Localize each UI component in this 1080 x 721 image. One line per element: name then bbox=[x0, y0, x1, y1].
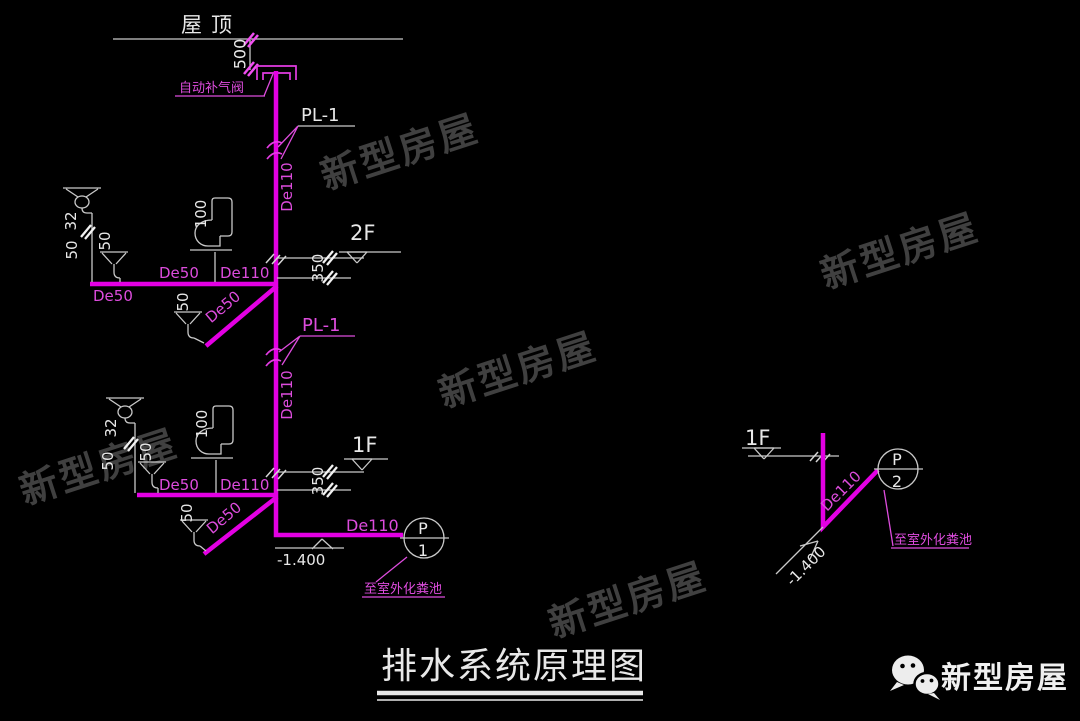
vent-height-dim: 500 bbox=[231, 39, 250, 70]
manhole-2-letter: P bbox=[892, 450, 902, 469]
riser-size-upper: De110 bbox=[278, 162, 296, 211]
toilet-symbol bbox=[190, 405, 234, 493]
floor1-level-triangle bbox=[351, 458, 373, 471]
watermark-layer: 新型房屋 新型房屋 新型房屋 新型房屋 新型房屋 bbox=[14, 106, 985, 647]
floor2-level-label: 2F bbox=[350, 221, 375, 245]
floor1-diag-size: De50 bbox=[203, 498, 245, 537]
vent-valve-label: 自动补气阀 bbox=[179, 80, 244, 96]
brand-name: 新型房屋 bbox=[941, 661, 1069, 696]
outlet-left-elevation: -1.400 bbox=[277, 551, 325, 569]
floor2-toilet-dim: 100 bbox=[192, 200, 210, 229]
floor2-drain-dim: 50 bbox=[96, 231, 114, 250]
roof-label: 屋顶 bbox=[181, 13, 241, 37]
floor1-drain-dim: 50 bbox=[137, 442, 155, 461]
main-riser-pipe bbox=[273, 71, 403, 538]
manhole-1-letter: P bbox=[418, 519, 428, 538]
vent-valve-leader bbox=[175, 73, 274, 97]
riser-tag-upper: PL-1 bbox=[301, 105, 340, 126]
riser-tag-lower-leader bbox=[278, 335, 355, 366]
floor-drain-symbol bbox=[173, 311, 205, 344]
outlet-left-group: De110 -1.400 P 1 至室外化粪池 bbox=[275, 516, 449, 598]
drawing-title: 排水系统原理图 bbox=[381, 646, 647, 687]
wechat-icon bbox=[890, 655, 941, 700]
riser-size-lower: De110 bbox=[278, 370, 296, 419]
floor1-level-label: 1F bbox=[352, 433, 377, 457]
floor-drain-symbol bbox=[137, 461, 167, 493]
floor1-branch-size-mid: De50 bbox=[159, 476, 199, 494]
septic-note-left: 至室外化粪池 bbox=[364, 581, 442, 597]
septic-note-left-leader bbox=[362, 556, 445, 598]
pipe-break-symbol bbox=[265, 347, 282, 367]
outlet-right-level-label: 1F bbox=[745, 426, 770, 450]
watermark-text: 新型房屋 bbox=[433, 324, 603, 417]
floor2-branch-size-left: De50 bbox=[93, 287, 133, 305]
floor-drain-symbol bbox=[99, 251, 129, 282]
floor2-diagonal-pipe bbox=[204, 284, 279, 348]
manhole-1-number: 1 bbox=[418, 541, 428, 560]
riser-tag-lower-group: PL-1 De110 bbox=[265, 315, 355, 420]
footer-brand-group: 新型房屋 bbox=[890, 655, 1069, 700]
outlet-right-group: 1F De110 -1.400 P 2 至室外化粪池 bbox=[742, 426, 972, 589]
floor1-toilet-dim: 100 bbox=[193, 410, 211, 439]
watermark-text: 新型房屋 bbox=[815, 205, 985, 298]
outlet-right-elevation-marker bbox=[775, 526, 824, 575]
outlet-left-pipe-size: De110 bbox=[346, 516, 399, 535]
washbasin-symbol bbox=[62, 187, 102, 282]
floor2-group: 32 50 50 100 50 De50 De50 De110 De50 2F … bbox=[62, 187, 401, 348]
floor1-diagonal-pipe bbox=[202, 495, 279, 556]
outlet-right-elevation: -1.400 bbox=[783, 543, 830, 590]
toilet-symbol bbox=[189, 197, 233, 282]
floor2-offset-dim: 350 bbox=[309, 254, 327, 283]
riser-tag-lower: PL-1 bbox=[302, 315, 341, 336]
outlet-left-elevation-marker bbox=[275, 538, 344, 550]
floor2-branch-size-main: De110 bbox=[220, 264, 269, 282]
floor2-basin-dim-upper: 32 bbox=[62, 211, 80, 230]
manhole-2-number: 2 bbox=[892, 472, 902, 491]
washbasin-symbol bbox=[105, 397, 145, 493]
floor-drain-symbol bbox=[179, 519, 209, 552]
riser-tag-upper-group: PL-1 De110 bbox=[266, 105, 355, 212]
outlet-right-hatch bbox=[809, 451, 831, 464]
floor2-basin-dim-lower: 50 bbox=[63, 240, 81, 259]
floor1-offset-dim: 350 bbox=[309, 467, 327, 496]
septic-note-right-leader bbox=[883, 489, 969, 549]
floor1-basin-dim-upper: 32 bbox=[102, 418, 120, 437]
floor1-offset-lines bbox=[277, 471, 364, 491]
floor1-branch-size-main: De110 bbox=[220, 476, 269, 494]
watermark-text: 新型房屋 bbox=[543, 554, 713, 647]
title-group: 排水系统原理图 bbox=[377, 646, 647, 701]
roof-group: 屋顶 500 自动补气阀 bbox=[113, 13, 403, 97]
septic-note-right: 至室外化粪池 bbox=[894, 532, 972, 548]
floor2-diag-drain-dim: 50 bbox=[174, 292, 192, 311]
floor2-offset-lines bbox=[277, 257, 364, 279]
floor2-branch-size-mid: De50 bbox=[159, 264, 199, 282]
basin-dim-tick bbox=[79, 223, 97, 241]
floor1-basin-dim-lower: 50 bbox=[99, 451, 117, 470]
floor1-diag-drain-dim: 50 bbox=[178, 503, 196, 522]
watermark-text: 新型房屋 bbox=[315, 106, 485, 199]
